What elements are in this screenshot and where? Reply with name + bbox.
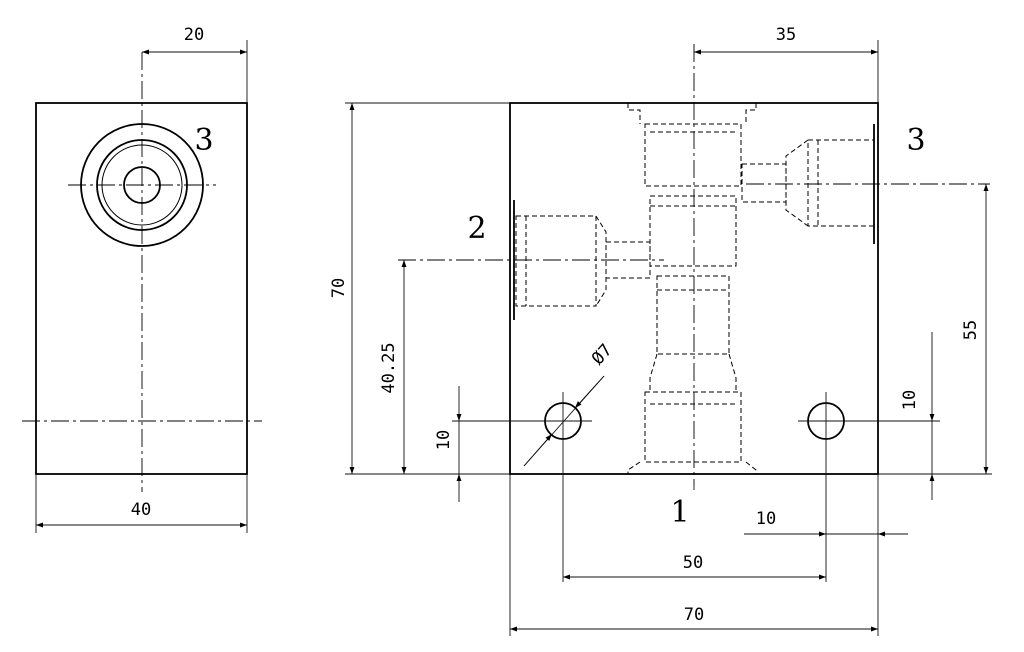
front-dim-hole-diameter-label: Ø7 xyxy=(588,340,617,369)
front-dim-holes-spacing-label: 50 xyxy=(683,553,703,573)
hidden-lower-passage xyxy=(656,275,730,355)
hidden-port-3-cavity xyxy=(807,139,875,227)
front-dim-left-height-label: 70 xyxy=(329,278,349,298)
hidden-port-3-taper xyxy=(785,139,809,227)
side-dim-top-label: 20 xyxy=(184,25,204,45)
hidden-port-2-taper xyxy=(595,215,607,307)
hole-diameter-arrow-lower xyxy=(523,433,553,467)
port-2-label: 2 xyxy=(467,211,486,246)
hidden-internal-passages xyxy=(515,103,875,474)
front-dim-top-label: 35 xyxy=(776,25,796,45)
hidden-bottom-taper xyxy=(649,353,737,390)
front-view: 35 70 40.25 10 10 55 Ø7 10 xyxy=(329,25,992,636)
side-dim-bottom-label: 40 xyxy=(131,500,151,520)
front-dim-port2-height-label: 40.25 xyxy=(379,342,399,393)
side-view: 20 40 3 xyxy=(22,25,262,533)
front-dim-bottom-width-label: 70 xyxy=(684,605,704,625)
hidden-port-3-bore xyxy=(741,163,787,203)
front-dim-hole-left-label: 10 xyxy=(434,430,454,450)
port-1-label: 1 xyxy=(670,495,689,530)
hidden-center-cavity xyxy=(649,195,737,267)
port-3-label: 3 xyxy=(906,123,925,158)
hidden-bottom-chamfer xyxy=(627,461,757,474)
hole-diameter-arrow-upper xyxy=(574,375,605,409)
hidden-port-2-cavity xyxy=(515,215,597,307)
hidden-top-chamfer xyxy=(627,103,757,124)
front-dim-hole-edge-label: 10 xyxy=(756,509,776,529)
front-dim-hole-right-label: 10 xyxy=(900,390,920,410)
front-dim-right-height-label: 55 xyxy=(961,320,981,340)
side-view-body-outline xyxy=(35,102,248,475)
side-port-3-label: 3 xyxy=(194,123,213,158)
hidden-top-cavity xyxy=(644,123,742,187)
hidden-bottom-cavity xyxy=(644,391,742,463)
